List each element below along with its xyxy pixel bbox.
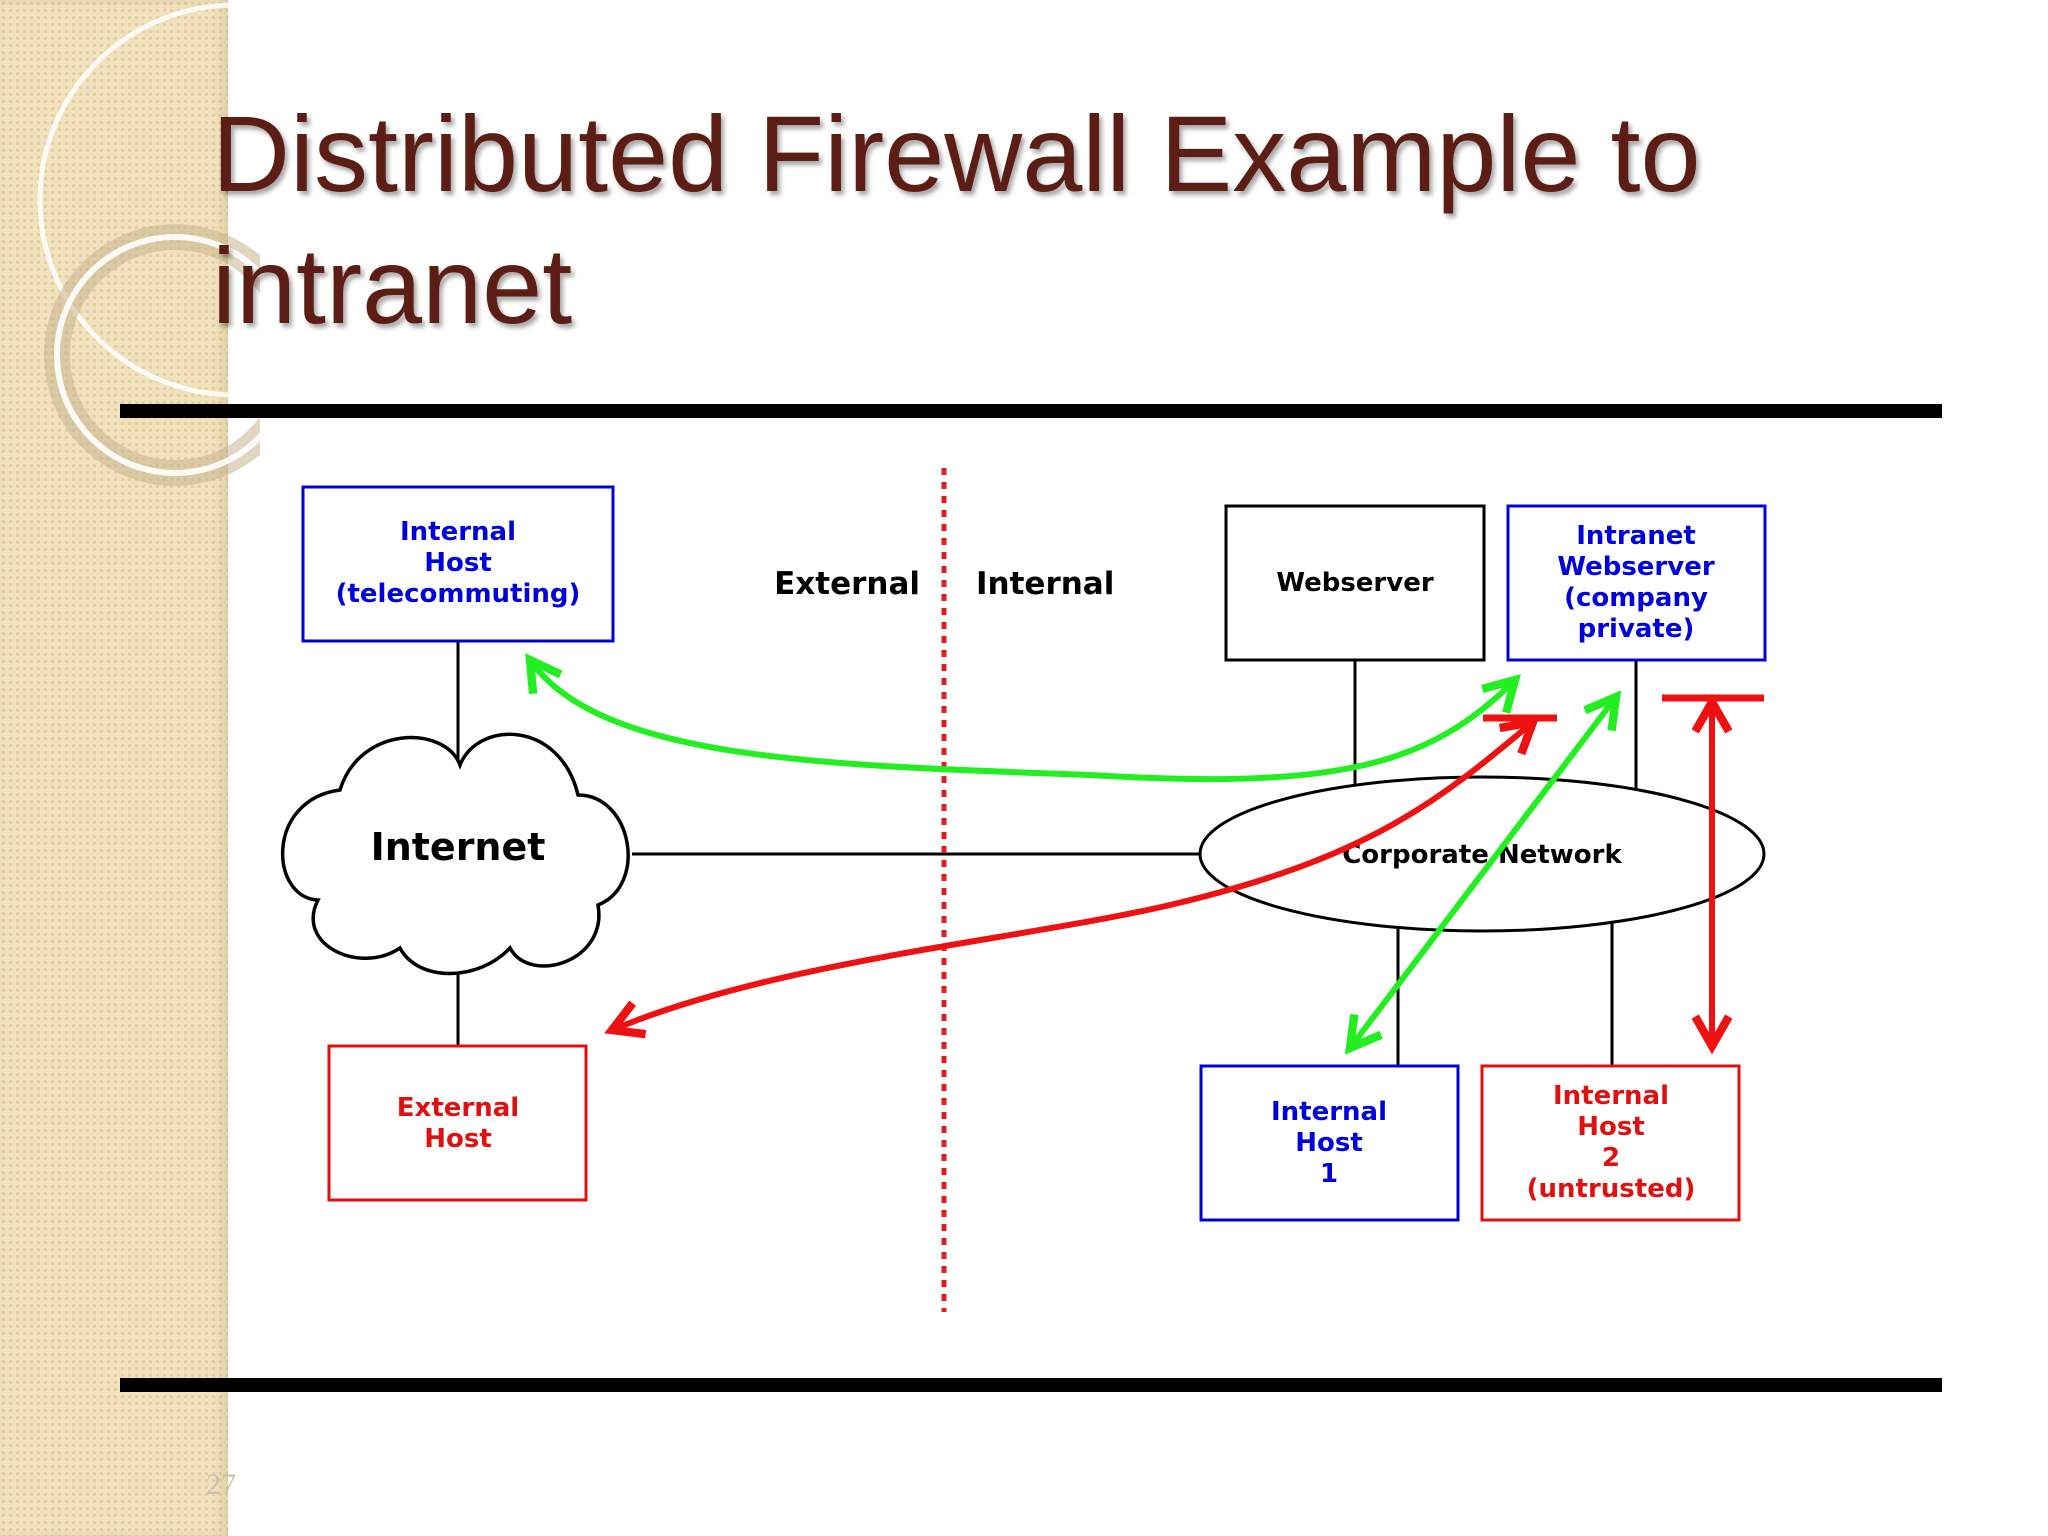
- zone-external-label: External: [774, 566, 920, 602]
- intranet-webserver-box: [1506, 504, 1767, 662]
- external-host-label-1: External: [397, 1093, 519, 1123]
- internal-host-2-label-3: 2: [1602, 1143, 1620, 1173]
- top-rule: [120, 404, 1942, 418]
- allowed-flow-telecommuting-intranet: [530, 660, 1515, 783]
- title-line-1: Distributed Firewall Example to: [212, 93, 1701, 214]
- corporate-network-label: Corporate Network: [1342, 840, 1622, 870]
- telecommuting-host-label-3: (telecommuting): [336, 579, 581, 609]
- internal-host-1-box: [1199, 1064, 1460, 1222]
- zone-internal-label: Internal: [976, 566, 1114, 602]
- internal-host-2-label-2: Host: [1577, 1112, 1645, 1142]
- intranet-webserver-label-4: private): [1578, 614, 1695, 644]
- internal-host-1-label-3: 1: [1320, 1159, 1338, 1189]
- external-host-box: [327, 1044, 588, 1202]
- blocked-flow-external-intranet: [612, 722, 1533, 1030]
- page-number: 27: [206, 1468, 236, 1501]
- bottom-rule: [120, 1378, 1942, 1392]
- external-host-label-2: Host: [424, 1124, 492, 1154]
- intranet-webserver-label-3: (company: [1564, 583, 1708, 613]
- internal-host-2-label-4: (untrusted): [1527, 1174, 1696, 1204]
- intranet-webserver-label-1: Intranet: [1576, 521, 1696, 551]
- decorative-rings: [37, 2, 260, 486]
- internet-cloud-shape: [280, 732, 630, 976]
- internal-host-1-label-2: Host: [1295, 1128, 1363, 1158]
- webserver-label: Webserver: [1276, 568, 1434, 598]
- webserver-box: [1224, 504, 1486, 662]
- internal-host-1-label-1: Internal: [1271, 1097, 1387, 1127]
- internet-label: Internet: [371, 825, 546, 869]
- telecommuting-host-label-2: Host: [424, 548, 492, 578]
- telecommuting-host-box: [301, 485, 615, 643]
- internal-host-2-box: [1480, 1064, 1741, 1222]
- internal-host-2-label-1: Internal: [1553, 1081, 1669, 1111]
- slide-title: Distributed Firewall Example to intranet: [212, 88, 1912, 352]
- telecommuting-host-label-1: Internal: [400, 517, 516, 547]
- intranet-webserver-label-2: Webserver: [1557, 552, 1715, 582]
- title-line-2: intranet: [212, 225, 573, 346]
